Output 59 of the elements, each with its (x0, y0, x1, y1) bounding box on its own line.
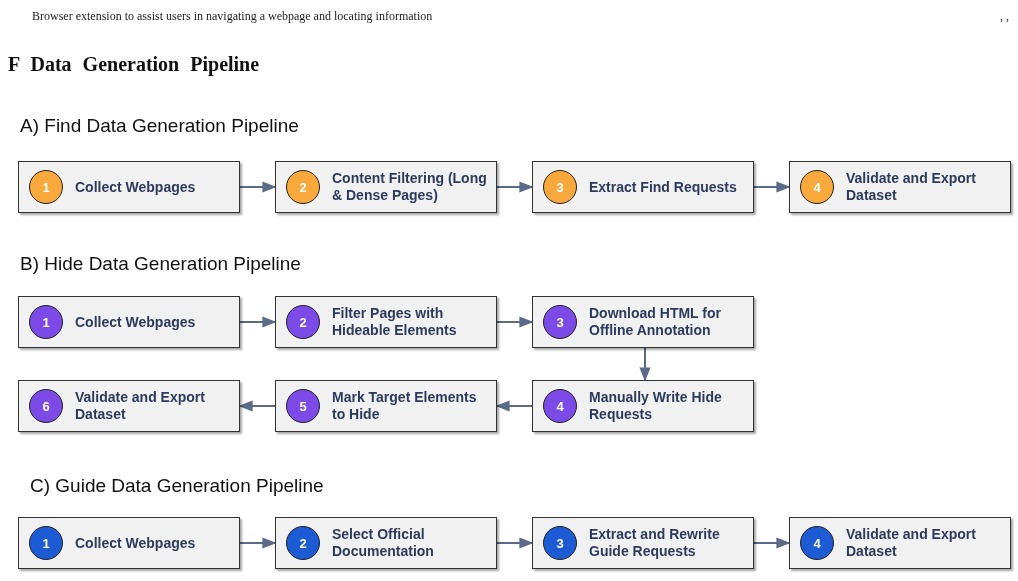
step-label: Collect Webpages (75, 534, 196, 552)
step-label: Select Official Documentation (332, 526, 435, 560)
step-label: Validate and Export Dataset (75, 389, 206, 423)
step-label: Collect Webpages (75, 313, 196, 331)
arrow (239, 181, 277, 193)
process-box (532, 161, 754, 213)
section-title: F Data Generation Pipeline (8, 53, 260, 76)
step-number: 3 (543, 170, 577, 204)
arrow (239, 537, 277, 549)
step-label: Extract and Rewrite Guide Requests (589, 526, 721, 560)
step-number: 6 (29, 389, 63, 423)
running-header: Browser extension to assist users in navigating a webpage and locating information (32, 9, 433, 24)
arrow (496, 181, 534, 193)
process-box (18, 161, 240, 213)
arrow (753, 181, 791, 193)
arrow (239, 316, 277, 328)
step-number: 4 (800, 526, 834, 560)
process-box (532, 296, 754, 348)
step-number: 1 (29, 526, 63, 560)
section-heading: B) Hide Data Generation Pipeline (20, 253, 301, 275)
process-box (532, 380, 754, 432)
step-label: Extract Find Requests (589, 178, 737, 196)
step-number: 2 (286, 526, 320, 560)
step-number: 2 (286, 305, 320, 339)
process-box (532, 517, 754, 569)
step-number: 3 (543, 526, 577, 560)
arrow (495, 400, 533, 412)
process-box (18, 517, 240, 569)
step-number: 2 (286, 170, 320, 204)
arrow (496, 537, 534, 549)
process-box (789, 161, 1011, 213)
process-box (18, 296, 240, 348)
arrow (496, 316, 534, 328)
step-number: 5 (286, 389, 320, 423)
arrow (753, 537, 791, 549)
process-box (275, 517, 497, 569)
process-box (18, 380, 240, 432)
step-label: Download HTML for Offline Annotation (589, 305, 722, 339)
process-box (789, 517, 1011, 569)
step-label: Content Filtering (Long & Dense Pages) (332, 170, 488, 204)
step-number: 4 (543, 389, 577, 423)
step-number: 4 (800, 170, 834, 204)
step-label: Filter Pages with Hideable Elements (332, 305, 458, 339)
arrow (639, 347, 651, 382)
step-label: Collect Webpages (75, 178, 196, 196)
section-heading: C) Guide Data Generation Pipeline (30, 475, 324, 497)
process-box (275, 161, 497, 213)
step-label: Validate and Export Dataset (846, 526, 977, 560)
step-label: Validate and Export Dataset (846, 170, 977, 204)
header-marks: , , (1000, 9, 1009, 24)
step-number: 3 (543, 305, 577, 339)
process-box (275, 296, 497, 348)
step-label: Mark Target Elements to Hide (332, 389, 478, 423)
step-label: Manually Write Hide Requests (589, 389, 723, 423)
step-number: 1 (29, 305, 63, 339)
process-box (275, 380, 497, 432)
section-heading: A) Find Data Generation Pipeline (20, 115, 299, 137)
arrow (238, 400, 276, 412)
step-number: 1 (29, 170, 63, 204)
